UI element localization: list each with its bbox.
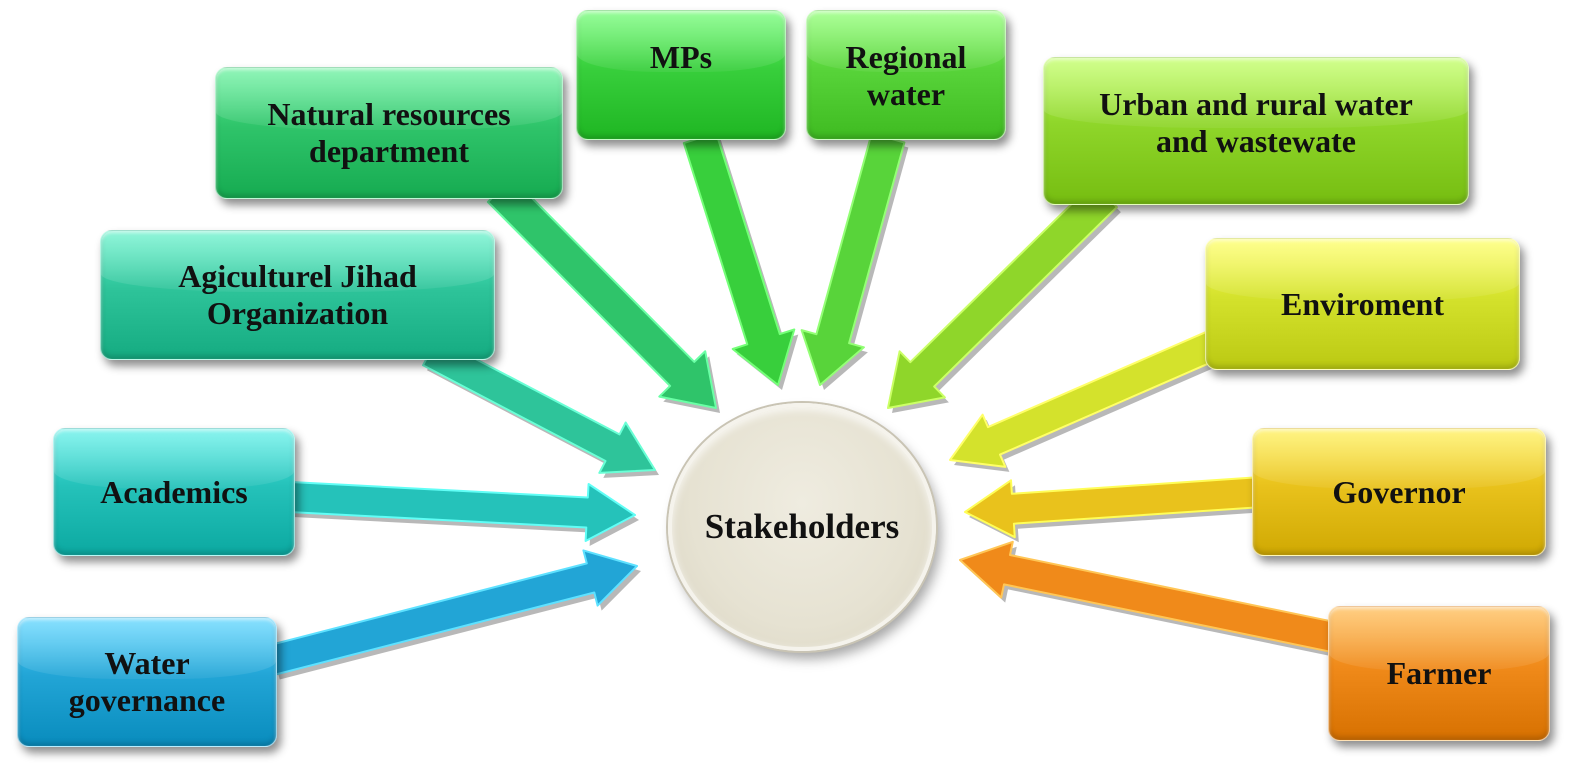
- arrow-regional: [800, 132, 906, 386]
- node-mps: MPs: [576, 10, 786, 140]
- node-natural-resources-department: Natural resources department: [215, 67, 563, 199]
- node-label: Urban and rural water and wastewate: [1099, 86, 1413, 159]
- node-label: Regional water: [845, 39, 967, 112]
- node-academics: Academics: [53, 428, 295, 556]
- node-label: Academics: [100, 473, 248, 510]
- arrow-farmer: [959, 540, 1342, 654]
- node-label: Natural resources department: [267, 96, 511, 169]
- node-regional-water: Regional water: [806, 10, 1006, 140]
- center-label: Stakeholders: [704, 507, 900, 546]
- arrow-env: [949, 325, 1232, 468]
- node-water-governance: Water governance: [17, 617, 277, 747]
- node-urban-rural-water: Urban and rural water and wastewate: [1043, 57, 1469, 205]
- node-label: Agiculturel Jihad Organization: [178, 258, 417, 331]
- node-governor: Governor: [1252, 428, 1546, 556]
- arrow-urban: [887, 181, 1118, 409]
- node-environment: Enviroment: [1205, 238, 1520, 370]
- node-farmer: Farmer: [1328, 606, 1550, 741]
- arrow-natural: [486, 177, 717, 409]
- node-label: Farmer: [1386, 655, 1492, 692]
- arrow-water: [267, 549, 638, 676]
- node-label: Water governance: [68, 645, 226, 718]
- arrow-mps: [682, 131, 796, 386]
- node-label: Governor: [1332, 473, 1466, 510]
- node-label: MPs: [649, 39, 713, 75]
- node-label: Enviroment: [1281, 285, 1444, 322]
- node-agricultural-jihad-organization: Agiculturel Jihad Organization: [100, 230, 495, 360]
- center-stakeholders-circle: Stakeholders: [668, 403, 936, 651]
- arrow-governor: [964, 476, 1264, 539]
- arrow-academics: [288, 481, 636, 542]
